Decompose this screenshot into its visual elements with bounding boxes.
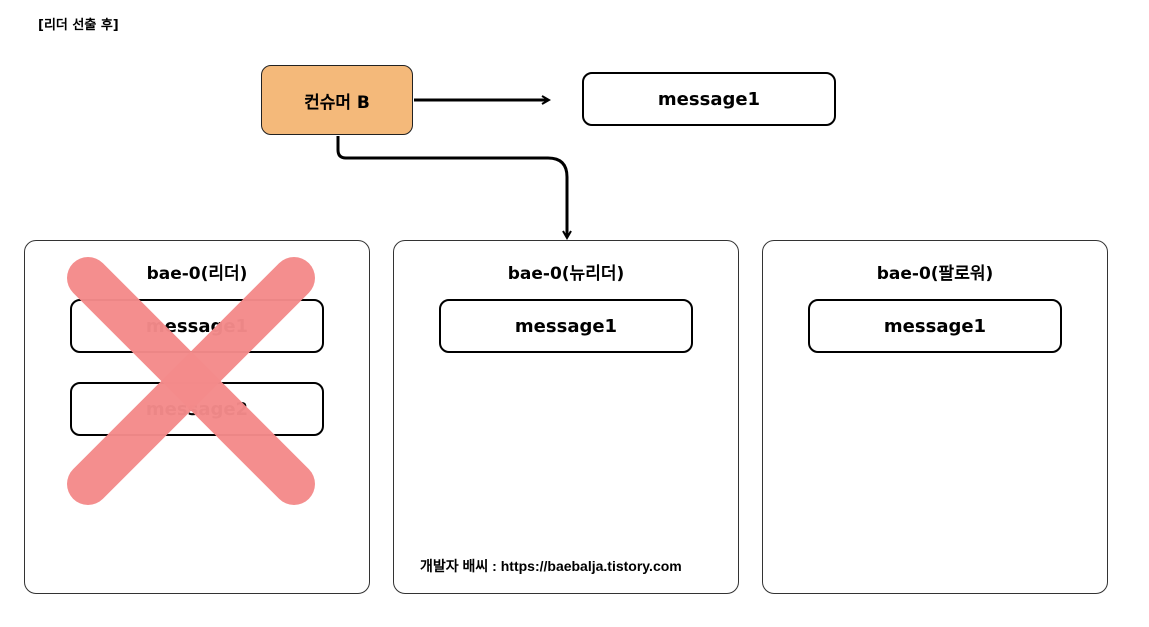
consumed-message-box: message1 [582,72,836,126]
broker-title: bae-0(리더) [146,264,248,284]
broker-new-leader: bae-0(뉴리더) message1 [393,240,739,594]
arrow-to-new-leader [336,136,567,237]
failure-x-mark [67,257,315,505]
partition-message-box: message1 [808,299,1062,353]
broker-title: bae-0(팔로워) [876,264,994,284]
broker-title: bae-0(뉴리더) [507,264,625,284]
consumer-b-node: 컨슈머 B [261,65,413,135]
watermark-text: 개발자 배씨 : https://baebalja.tistory.com [420,558,682,574]
partition-message-box: message1 [439,299,693,353]
broker-follower: bae-0(팔로워) message1 [762,240,1108,594]
diagram-caption: [리더 선출 후] [38,18,119,33]
